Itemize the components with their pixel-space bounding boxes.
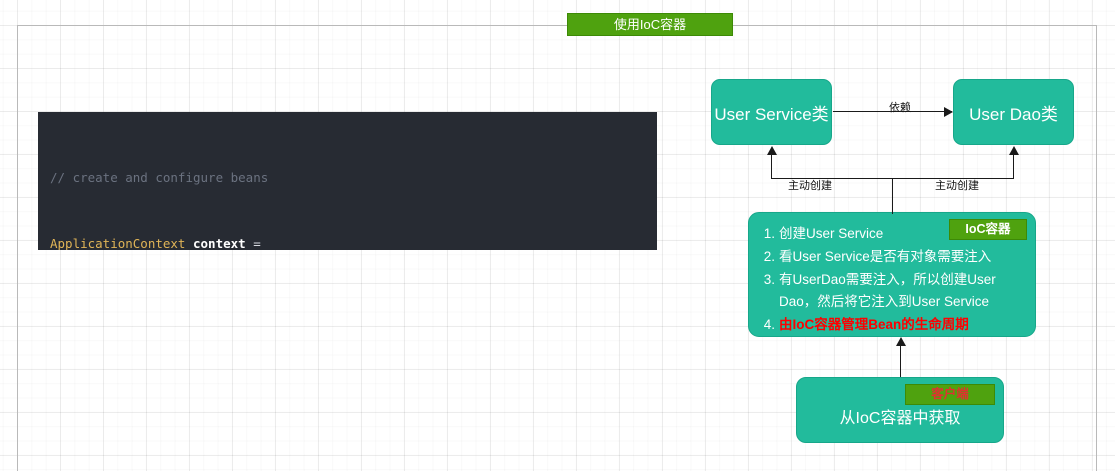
ioc-step-text: 创建User Service	[779, 226, 884, 241]
code-line-2: ApplicationContext context =	[38, 233, 657, 250]
edge-create-left-arrowhead	[767, 146, 777, 155]
code-block: // create and configure beans Applicatio…	[38, 112, 657, 250]
ioc-step-item-highlighted: 4. 由IoC容器管理Bean的生命周期	[764, 314, 1027, 336]
box-user-dao[interactable]: User Dao类	[953, 79, 1074, 145]
badge-client: 客户端	[905, 384, 995, 405]
box-ioc-container[interactable]: IoC容器 1. 创建User Service 2. 看User Service…	[748, 212, 1036, 337]
edge-create-right-label: 主动创建	[935, 180, 979, 192]
box-client-label: 从IoC容器中获取	[839, 410, 961, 427]
edge-create-right-riser	[1013, 155, 1014, 179]
edge-fetch-arrowhead	[896, 337, 906, 346]
edge-create-left-label: 主动创建	[788, 180, 832, 192]
ioc-step-item: 2. 看User Service是否有对象需要注入	[764, 246, 1027, 268]
ioc-step-list: 1. 创建User Service 2. 看User Service是否有对象需…	[749, 213, 1035, 336]
box-user-service-label: User Service类	[714, 104, 829, 124]
ioc-step-number: 1.	[763, 226, 775, 241]
ioc-step-number: 3.	[763, 272, 775, 287]
ioc-step-text: 有UserDao需要注入，所以创建User Dao，然后将它注入到User Se…	[779, 272, 996, 309]
code-comment: // create and configure beans	[50, 170, 269, 185]
code-type: ApplicationContext	[50, 236, 186, 250]
edge-create-stem	[892, 178, 893, 214]
box-user-service[interactable]: User Service类	[711, 79, 832, 145]
box-client[interactable]: 客户端 从IoC容器中获取	[796, 377, 1004, 443]
box-user-dao-label: User Dao类	[969, 104, 1058, 124]
edge-dependency-label: 依赖	[889, 102, 911, 114]
code-operator: =	[253, 236, 261, 250]
code-line-1: // create and configure beans	[38, 167, 657, 189]
ioc-step-number: 4.	[763, 317, 775, 332]
edge-create-left-riser	[771, 155, 772, 179]
ioc-step-text: 看User Service是否有对象需要注入	[779, 249, 992, 264]
edge-dependency-arrowhead	[944, 107, 953, 117]
badge-ioc-container: IoC容器	[949, 219, 1027, 240]
ioc-step-text: 由IoC容器管理Bean的生命周期	[779, 317, 969, 332]
edge-dependency-line	[833, 111, 952, 112]
ioc-step-number: 2.	[763, 249, 775, 264]
ioc-step-item: 1. 创建User Service	[764, 223, 1027, 245]
title-banner: 使用IoC容器	[567, 13, 733, 36]
edge-fetch-line	[900, 346, 901, 377]
ioc-step-item: 3. 有UserDao需要注入，所以创建User Dao，然后将它注入到User…	[764, 269, 1027, 313]
edge-create-right-arrowhead	[1009, 146, 1019, 155]
code-variable: context	[193, 236, 246, 250]
edge-create-spine	[771, 178, 1014, 179]
